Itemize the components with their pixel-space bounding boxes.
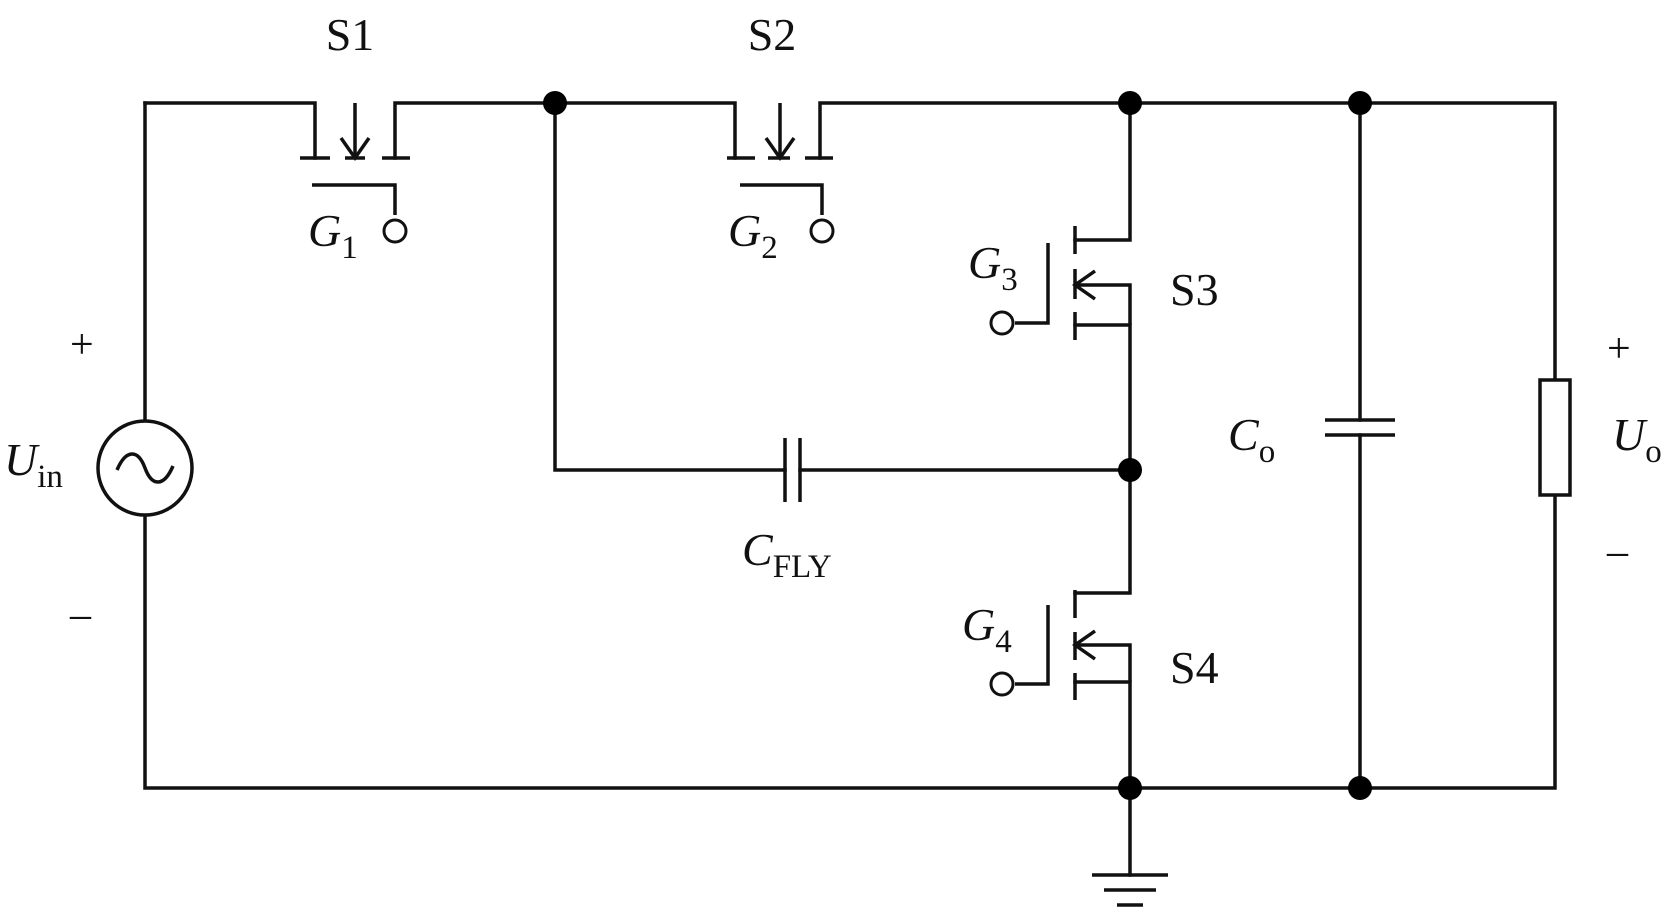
output-capacitor bbox=[1325, 418, 1395, 437]
wires bbox=[143, 101, 1557, 877]
junction-node-d bbox=[1348, 776, 1372, 800]
switch-s4 bbox=[989, 590, 1132, 700]
gate-label-g2: G2 bbox=[728, 205, 778, 266]
flying-capacitor-label: CFLY bbox=[742, 524, 832, 585]
junction-node-a bbox=[543, 91, 567, 115]
switch-label-s1: S1 bbox=[326, 9, 375, 60]
output-capacitor-label: Co bbox=[1228, 409, 1275, 470]
gate-label-g4: G4 bbox=[962, 599, 1012, 660]
output-voltage-label: Uo bbox=[1612, 409, 1662, 470]
junction-node-mid bbox=[1118, 458, 1142, 482]
gate-terminal-g4 bbox=[989, 671, 1015, 697]
output-minus-sign: – bbox=[1606, 529, 1629, 575]
switch-s2 bbox=[727, 103, 835, 244]
junction-dots bbox=[543, 91, 1372, 800]
junction-node-gnd bbox=[1118, 776, 1142, 800]
gate-label-g1: G1 bbox=[308, 205, 358, 266]
junction-node-b bbox=[1118, 91, 1142, 115]
switch-label-s4: S4 bbox=[1170, 642, 1219, 693]
source-plus-sign: + bbox=[70, 322, 94, 368]
flying-capacitor bbox=[783, 438, 802, 502]
ac-source bbox=[96, 419, 194, 517]
gate-terminal-g3 bbox=[989, 310, 1015, 336]
source-minus-sign: – bbox=[69, 592, 92, 638]
source-voltage-label: Uin bbox=[4, 434, 63, 495]
load-resistor bbox=[1538, 378, 1572, 497]
ground-icon bbox=[1092, 873, 1168, 907]
junction-node-c bbox=[1348, 91, 1372, 115]
output-plus-sign: + bbox=[1607, 326, 1631, 372]
switch-label-s2: S2 bbox=[748, 9, 797, 60]
gate-label-g3: G3 bbox=[968, 237, 1018, 298]
switch-s1 bbox=[300, 103, 410, 244]
switch-s3 bbox=[989, 226, 1132, 340]
gate-terminal-g2 bbox=[809, 218, 835, 244]
switch-label-s3: S3 bbox=[1170, 264, 1219, 315]
gate-terminal-g1 bbox=[382, 218, 408, 244]
